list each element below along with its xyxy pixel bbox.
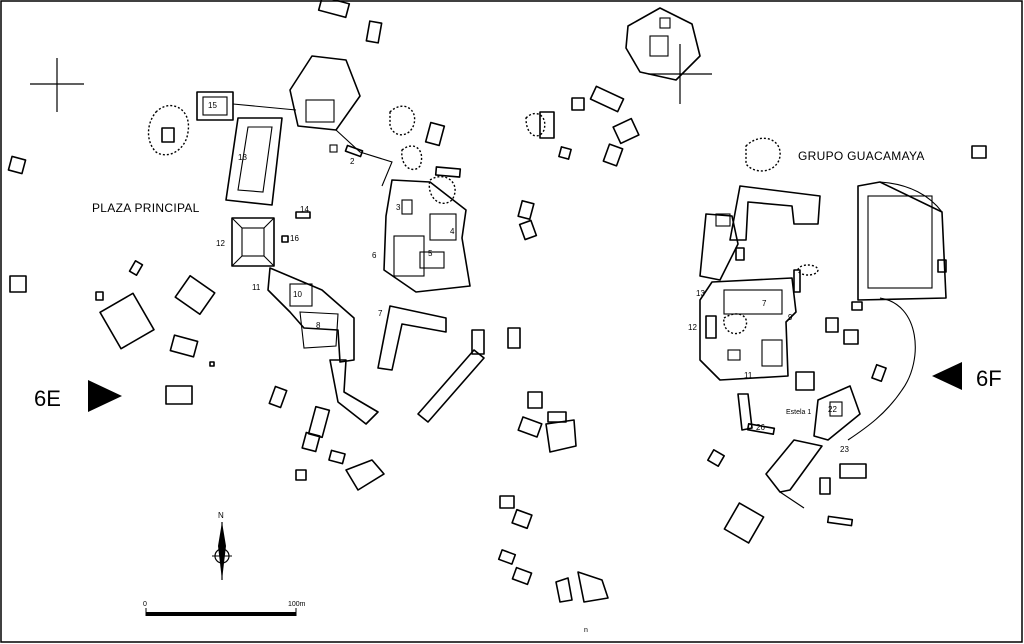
structure-number: 2 bbox=[350, 157, 355, 166]
structure-number: 23 bbox=[840, 445, 849, 454]
structure-numbers-west: 15 13 12 16 14 2 3 4 5 6 11 10 8 7 bbox=[208, 101, 455, 330]
structure-number: 11 bbox=[744, 371, 753, 380]
structure-number: 13 bbox=[696, 289, 705, 298]
structure bbox=[231, 217, 275, 267]
structure-number: 7 bbox=[378, 309, 383, 318]
structure-number: 14 bbox=[300, 205, 309, 214]
structure bbox=[99, 292, 155, 350]
scale-bar bbox=[145, 608, 297, 616]
structure bbox=[267, 267, 355, 363]
grupo-guacamaya-label: GRUPO GUACAMAYA bbox=[798, 149, 925, 163]
structure bbox=[813, 385, 861, 441]
west-structures bbox=[7, 0, 521, 491]
structure bbox=[729, 185, 821, 241]
structure-number: 15 bbox=[208, 101, 217, 110]
structure bbox=[289, 55, 361, 131]
structure-number: 5 bbox=[428, 249, 433, 258]
sheet-marker-west: 6E bbox=[34, 386, 61, 411]
structure bbox=[377, 305, 447, 371]
structure-number: 12 bbox=[688, 323, 697, 332]
structure bbox=[196, 91, 234, 121]
structure-number: 11 bbox=[252, 283, 261, 292]
structure-number: 22 bbox=[828, 405, 837, 414]
scale-end-label: 100m bbox=[288, 601, 306, 608]
center-structures bbox=[497, 7, 701, 603]
north-arrow-icon bbox=[212, 522, 232, 580]
aguada bbox=[147, 104, 190, 156]
east-structures bbox=[699, 137, 987, 544]
grid-cross-icon bbox=[648, 44, 712, 104]
structure-number: 16 bbox=[290, 234, 299, 243]
structure bbox=[383, 179, 471, 293]
structure-number: 6 bbox=[372, 251, 377, 260]
structure-number: 12 bbox=[216, 239, 225, 248]
arrow-left-icon bbox=[932, 362, 962, 390]
scale-start-label: 0 bbox=[143, 601, 147, 608]
structure-number: 7 bbox=[762, 299, 767, 308]
structure-number: 4 bbox=[450, 227, 455, 236]
structure bbox=[225, 117, 283, 206]
structure-number: 10 bbox=[293, 290, 302, 299]
structure-number: 13 bbox=[238, 153, 247, 162]
plaza-principal-label: PLAZA PRINCIPAL bbox=[92, 201, 200, 215]
structure bbox=[625, 7, 701, 81]
structure-number: 26 bbox=[756, 423, 765, 432]
structure bbox=[857, 181, 947, 301]
north-label: N bbox=[218, 511, 224, 520]
structure-number: 9 bbox=[788, 313, 793, 322]
structure-number: 3 bbox=[396, 203, 401, 212]
bottom-mark: n bbox=[584, 627, 588, 634]
sheet-marker-east: 6F bbox=[976, 366, 1002, 391]
structure-number: 8 bbox=[316, 321, 321, 330]
structure-numbers-east: 13 12 7 9 11 22 26 23 bbox=[688, 289, 849, 454]
estela-label: Estela 1 bbox=[786, 409, 811, 416]
arrow-right-icon bbox=[88, 380, 122, 412]
grid-cross-icon bbox=[30, 58, 84, 112]
